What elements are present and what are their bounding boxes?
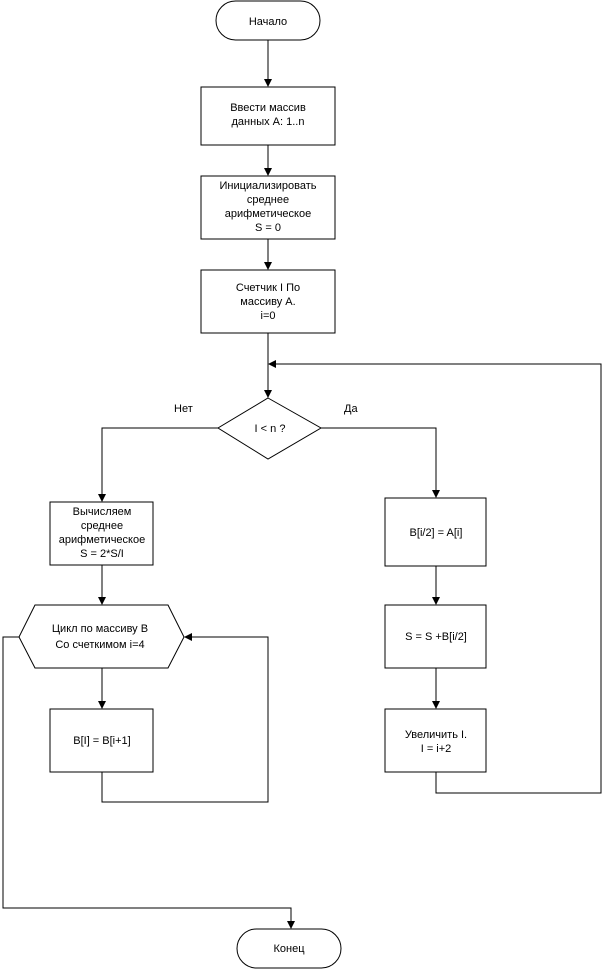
arrowhead-input [264, 79, 272, 87]
edge-loop-exit [2, 636, 292, 921]
arrowhead-end [287, 921, 295, 929]
arrowhead-sum [432, 597, 440, 605]
init-average-process: Инициализировать среднее арифметическое … [200, 175, 336, 240]
loop-node: Цикл по массиву B Со счеткимом i=4 [18, 604, 185, 669]
branch-no-label: Нет [174, 403, 193, 415]
arrowhead-increment [432, 701, 440, 709]
counter-label-line-1: Счетчик I По [236, 282, 300, 294]
loop-label-line-1: Цикл по массиву B [52, 623, 148, 635]
increment-process: Увеличить I. I = i+2 [384, 708, 487, 773]
compute-avg-label-line-2: среднее [81, 520, 123, 532]
end-label: Конец [273, 943, 305, 955]
edge-yes-branch [321, 427, 437, 490]
arrowhead-assign-shift [98, 701, 106, 709]
input-label-line-1: Ввести массив [230, 102, 306, 114]
sum-process: S = S +B[i/2] [384, 604, 487, 669]
init-avg-label-line-1: Инициализировать [219, 180, 316, 192]
assign-shift-process: B[I] = B[i+1] [49, 708, 154, 773]
compute-avg-label-line-4: S = 2*S/I [80, 548, 124, 560]
arrowhead-loop-back-inner [184, 633, 192, 641]
start-terminal: Начало [215, 0, 321, 41]
arrowhead-counter [264, 262, 272, 270]
connectors [2, 40, 602, 929]
increment-label-line-1: Увеличить I. [405, 729, 467, 741]
decision-label: I < n ? [255, 423, 286, 435]
increment-label-line-2: I = i+2 [421, 743, 452, 755]
end-terminal: Конец [236, 928, 342, 969]
arrowhead-loop-back-main [268, 360, 276, 368]
arrowhead-decision [264, 390, 272, 398]
start-label: Начало [249, 16, 287, 28]
assign-shift-label: B[I] = B[i+1] [73, 735, 130, 747]
edge-loop-back-inner [101, 636, 269, 803]
arrowhead-compute-avg [98, 494, 106, 502]
arrowhead-assign-half [432, 490, 440, 498]
counter-label-line-2: массиву A. [240, 296, 295, 308]
init-avg-label-line-3: арифметическое [225, 208, 311, 220]
init-avg-label-line-4: S = 0 [255, 222, 281, 234]
counter-label-line-3: i=0 [261, 310, 276, 322]
sum-label: S = S +B[i/2] [405, 631, 467, 643]
arrowhead-loop [98, 597, 106, 605]
input-process: Ввести массив данных A: 1..n [200, 86, 336, 146]
assign-half-label: B[i/2] = A[i] [410, 527, 463, 539]
edge-loop-back-main [276, 363, 602, 794]
arrowhead-init [264, 168, 272, 176]
compute-average-process: Вычисляем среднее арифметическое S = 2*S… [49, 501, 154, 566]
compute-avg-label-line-3: арифметическое [59, 534, 145, 546]
assign-half-process: B[i/2] = A[i] [384, 497, 487, 567]
edge-no-branch [101, 427, 218, 494]
loop-label-line-2: Со счеткимом i=4 [55, 639, 144, 651]
init-avg-label-line-2: среднее [247, 194, 289, 206]
counter-process: Счетчик I По массиву A. i=0 [200, 269, 336, 334]
branch-yes-label: Да [344, 403, 358, 415]
decision-node: I < n ? [217, 397, 323, 460]
input-label-line-2: данных A: 1..n [232, 116, 305, 128]
compute-avg-label-line-1: Вычисляем [73, 506, 132, 518]
